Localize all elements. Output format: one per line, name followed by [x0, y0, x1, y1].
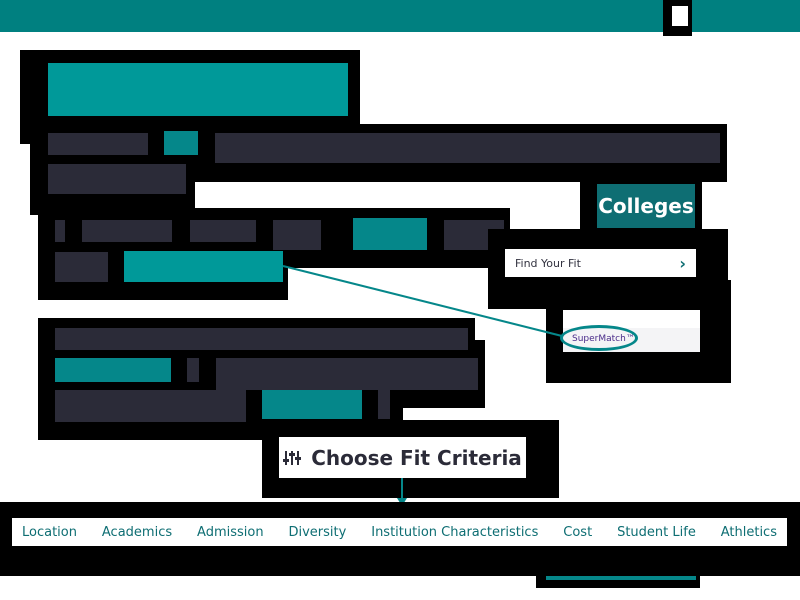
supermatch-highlight: [560, 325, 638, 351]
redacted-block: [273, 220, 321, 250]
tab-diversity[interactable]: Diversity: [288, 524, 347, 540]
criteria-tabs: Location Academics Admission Diversity I…: [12, 518, 787, 546]
sliders-icon: [283, 450, 302, 466]
choose-fit-criteria-label: Choose Fit Criteria: [311, 445, 522, 470]
redacted-block: [124, 251, 283, 282]
supermatch-link[interactable]: SuperMatch™: [572, 334, 635, 344]
tab-admission[interactable]: Admission: [197, 524, 264, 540]
top-square: [672, 6, 688, 26]
redacted-block: [55, 328, 468, 350]
tab-student-life[interactable]: Student Life: [617, 524, 696, 540]
redacted-block: [55, 358, 171, 382]
tab-institution-characteristics[interactable]: Institution Characteristics: [371, 524, 539, 540]
redacted-block: [55, 252, 108, 282]
tab-location[interactable]: Location: [22, 524, 77, 540]
find-your-fit-item[interactable]: Find Your Fit ›: [505, 249, 696, 277]
redacted-block: [48, 164, 186, 194]
chevron-right-icon: ›: [679, 253, 686, 273]
redacted-block: [55, 220, 65, 242]
redacted-block: [187, 358, 199, 382]
redacted-block: [378, 390, 390, 419]
redacted-block: [353, 218, 427, 250]
redacted-block: [216, 358, 478, 390]
arrow-line: [401, 478, 403, 500]
tab-academics[interactable]: Academics: [101, 524, 173, 540]
tab-athletics[interactable]: Athletics: [720, 524, 777, 540]
redacted-block: [164, 131, 198, 155]
redacted-block: [215, 133, 720, 163]
choose-fit-criteria-button[interactable]: Choose Fit Criteria: [279, 437, 526, 478]
connector-segment: [282, 265, 563, 337]
tab-cost[interactable]: Cost: [563, 524, 593, 540]
redacted-block: [48, 133, 148, 155]
redacted-block: [190, 220, 256, 242]
redacted-block: [262, 390, 362, 419]
colleges-button[interactable]: Colleges: [597, 184, 695, 228]
redacted-block: [55, 390, 246, 422]
redacted-block: [82, 220, 172, 242]
redacted-block: [48, 63, 348, 116]
find-your-fit-label: Find Your Fit: [515, 256, 581, 270]
